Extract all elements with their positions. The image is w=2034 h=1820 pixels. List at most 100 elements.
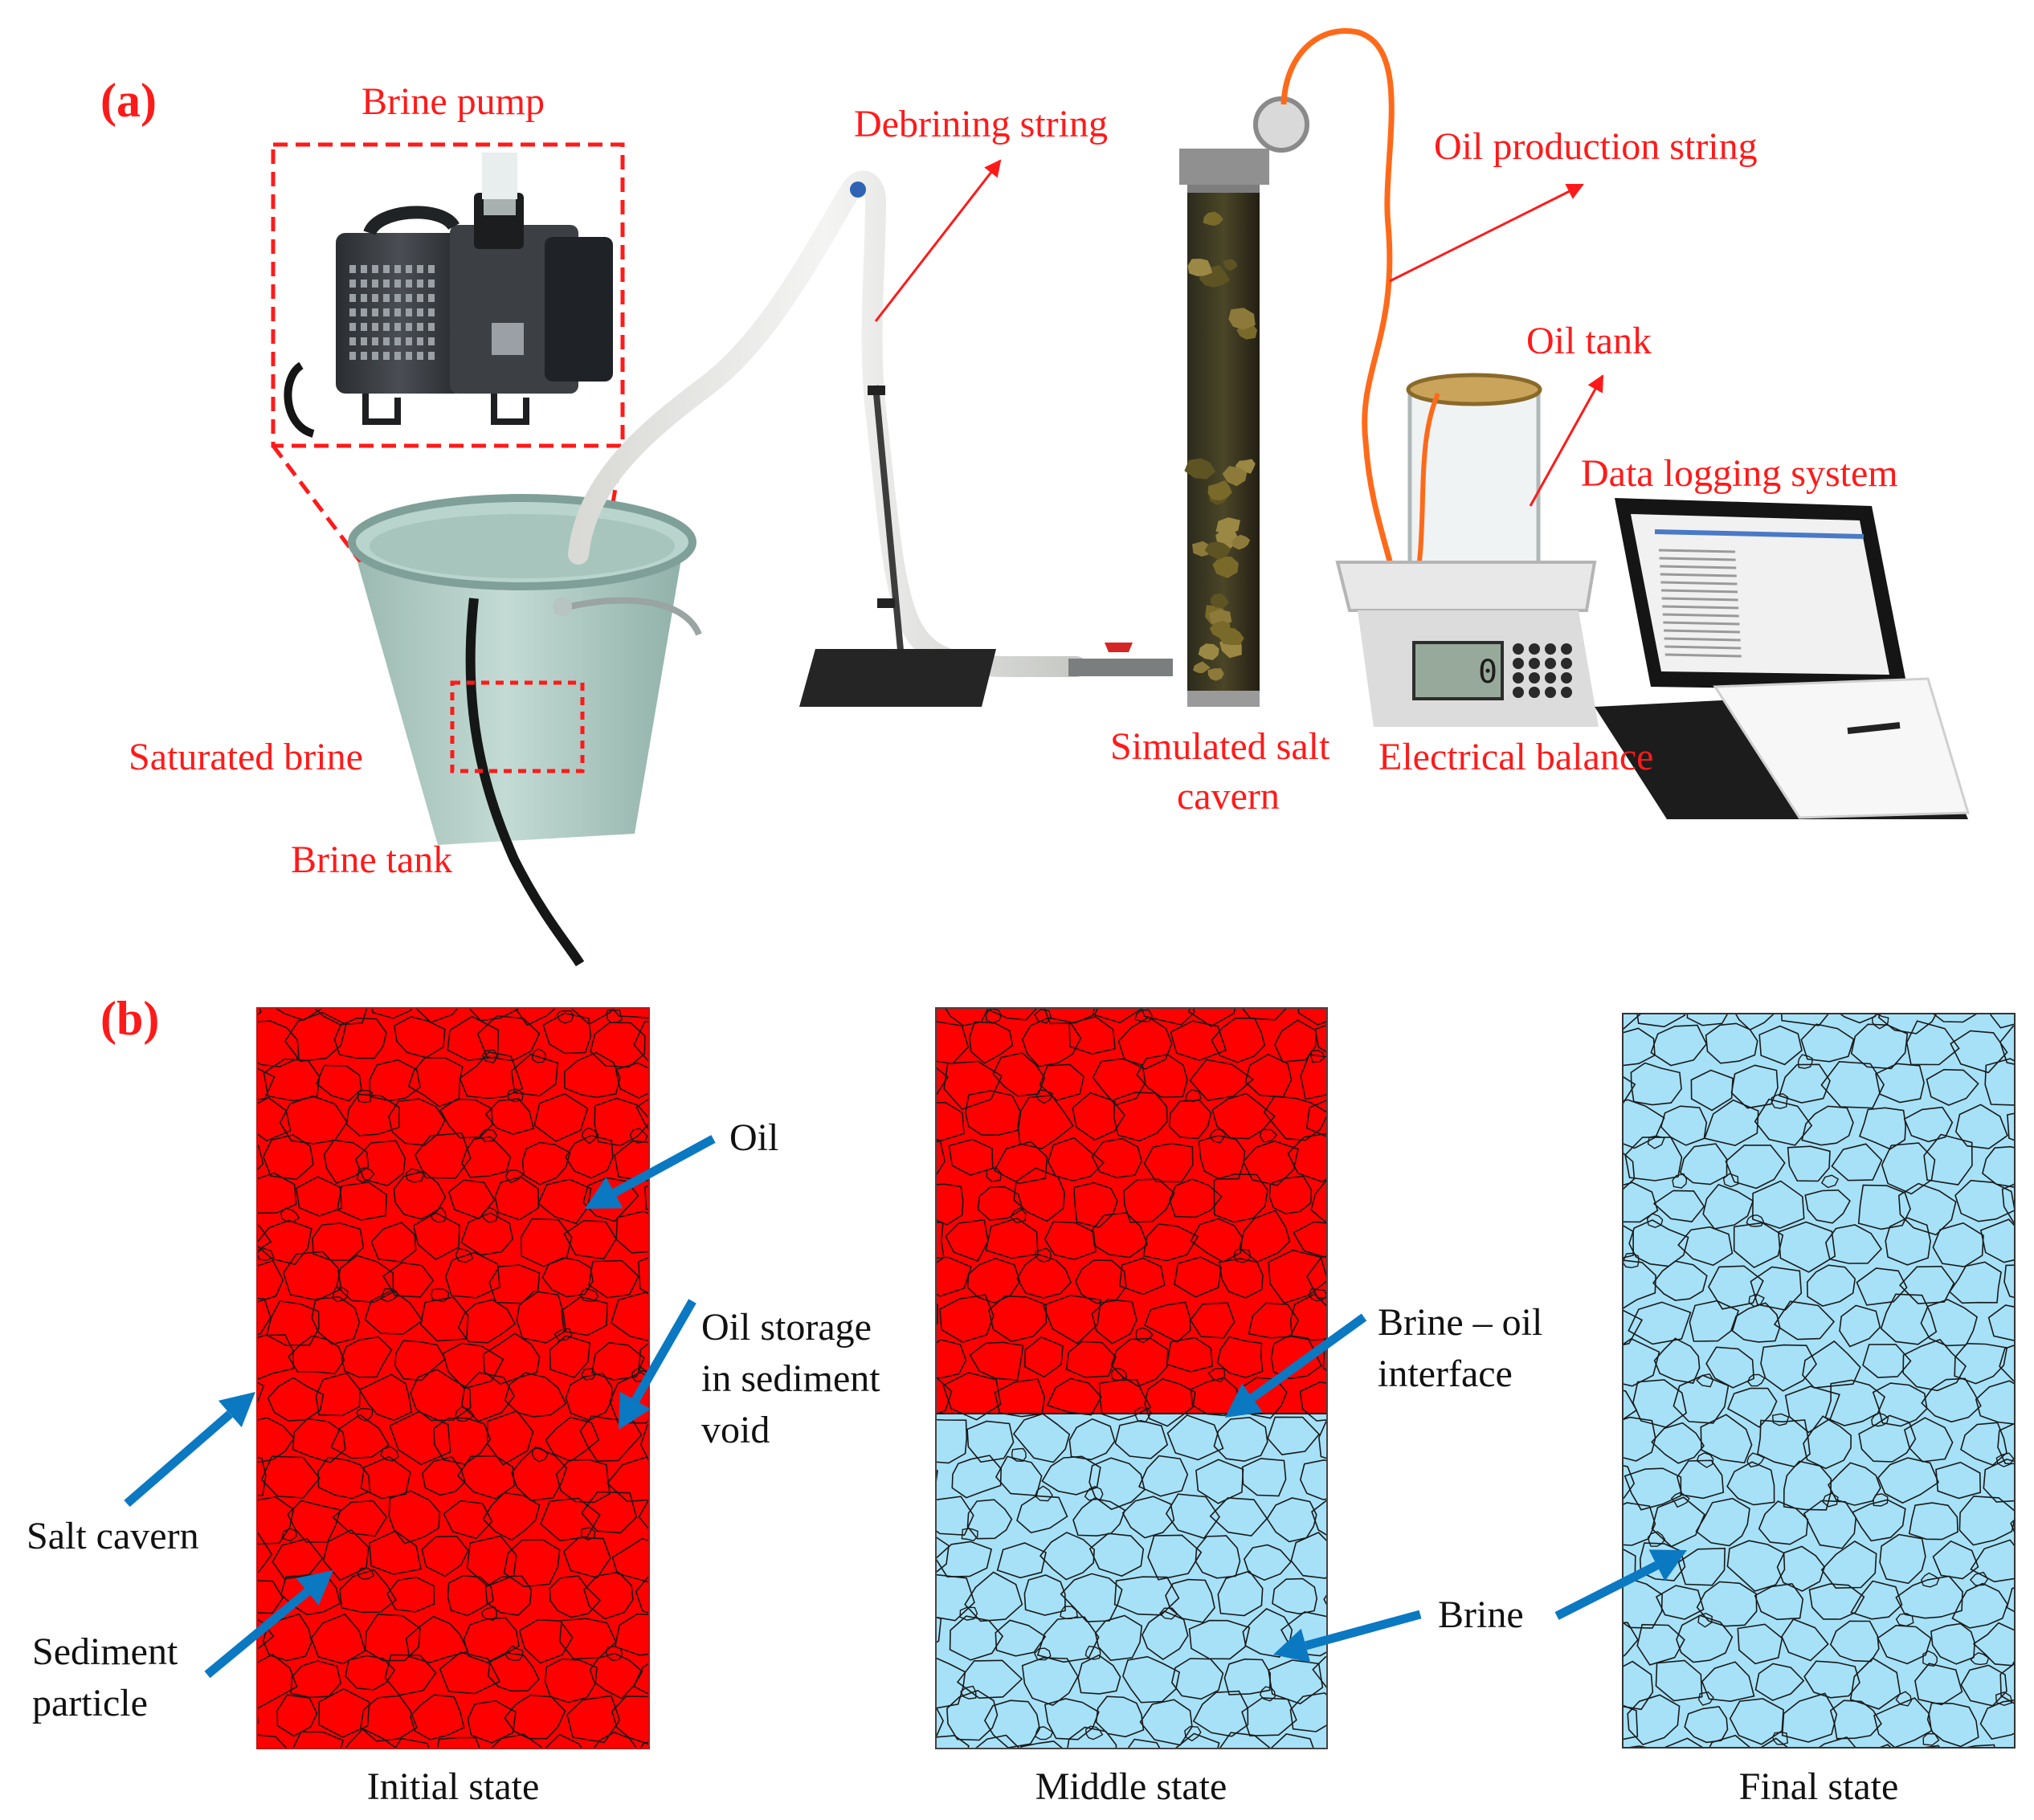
sediment-particle-small — [1746, 1452, 1766, 1468]
sediment-particle — [1195, 1535, 1241, 1579]
sediment-particle-small — [479, 1128, 498, 1143]
sediment-particle — [606, 1456, 649, 1503]
sediment-particle — [1989, 1014, 2015, 1029]
sediment-particle — [288, 1335, 345, 1375]
sediment-particle — [1623, 1309, 1644, 1346]
sediment-particle — [1701, 1661, 1755, 1703]
sediment-particle — [988, 1295, 1048, 1342]
sediment-particle — [1211, 1092, 1276, 1140]
arrow-salt-cavern — [124, 1392, 255, 1508]
sediment-particle — [1677, 1547, 1726, 1586]
sediment-particle-small — [1336, 1089, 1349, 1101]
sediment-particle — [996, 1542, 1047, 1579]
sediment-particle — [1757, 1419, 1811, 1467]
sediment-particle-small — [455, 1248, 474, 1263]
sediment-particle — [1831, 1143, 1883, 1181]
sediment-particle — [1908, 1502, 1958, 1540]
sediment-particle — [467, 1700, 517, 1744]
sediment-particle — [588, 1259, 639, 1299]
sediment-particle — [1127, 1738, 1161, 1749]
sediment-particle-small — [1969, 1571, 1989, 1586]
sediment-particle — [504, 1372, 567, 1418]
sediment-particle-small — [455, 1406, 475, 1422]
sediment-particle — [1705, 1022, 1758, 1064]
sediment-particle — [1075, 1259, 1127, 1304]
sediment-particle — [614, 1613, 649, 1656]
sediment-particle — [274, 1008, 322, 1022]
sediment-particle — [977, 1185, 1024, 1221]
sediment-particle — [936, 1138, 946, 1177]
sediment-particle — [461, 1372, 516, 1422]
sediment-particle — [436, 1736, 481, 1749]
sediment-particle — [1858, 1107, 1907, 1150]
sediment-particle — [1272, 1577, 1318, 1615]
sediment-particle — [1932, 1222, 1984, 1268]
sediment-particle — [1299, 1459, 1327, 1500]
sediment-particle — [1623, 1704, 1639, 1740]
sediment-particle-small — [1011, 1447, 1027, 1463]
sediment-particle-small — [1035, 1089, 1054, 1104]
sediment-particle — [358, 1373, 413, 1422]
sediment-particle — [1660, 1105, 1708, 1146]
sediment-particle — [1652, 1260, 1708, 1301]
sediment-particle — [1623, 1464, 1636, 1500]
sediment-particle — [1754, 1582, 1804, 1621]
sediment-particle — [1187, 1008, 1236, 1027]
sediment-particle — [433, 1417, 492, 1465]
sediment-particle — [936, 1376, 953, 1415]
sediment-particle — [1702, 1183, 1754, 1230]
sediment-particle — [964, 1571, 1023, 1622]
sediment-particle — [345, 1093, 400, 1136]
sediment-particle — [312, 1222, 365, 1261]
sediment-particle — [484, 1575, 533, 1616]
sediment-particle-small — [356, 1407, 374, 1422]
sediment-particle — [1122, 1655, 1181, 1704]
initial-oil-fill — [257, 1008, 649, 1749]
sediment-particle — [969, 1021, 1014, 1064]
sediment-particle — [1651, 1422, 1705, 1464]
sediment-particle — [257, 1172, 297, 1214]
sediment-particle — [544, 1733, 583, 1749]
sediment-particle — [1323, 1740, 1366, 1777]
sediment-particle — [558, 1618, 617, 1660]
sediment-particle — [1623, 1660, 1654, 1711]
sediment-particle-small — [2022, 1733, 2034, 1745]
sediment-particle — [1623, 1548, 1636, 1582]
sediment-particle — [1923, 1133, 1973, 1185]
sediment-particle — [638, 1256, 649, 1296]
panel-b-tag: (b) — [100, 992, 159, 1045]
sediment-particle-small — [1746, 1214, 1765, 1227]
blue-pointer-arrows — [124, 1135, 1687, 1679]
electrical-balance-image: 0 — [1335, 561, 1599, 727]
middle-oil-fill — [936, 1008, 1327, 1414]
sediment-particle — [1897, 1182, 1957, 1236]
sediment-particle — [570, 1008, 613, 1026]
sediment-particle — [1726, 1461, 1775, 1506]
sediment-particle — [1213, 1173, 1268, 1223]
sediment-particle — [1709, 1734, 1752, 1748]
sediment-particle — [1092, 1212, 1149, 1259]
sediment-particle-small — [1034, 1647, 1052, 1661]
sediment-particle — [345, 1728, 398, 1749]
sediment-particle — [1241, 1008, 1288, 1021]
sediment-particle-small — [1134, 1009, 1153, 1022]
arrow-oil-tank — [1529, 374, 1604, 507]
sediment-particle — [287, 1500, 341, 1543]
sediment-particle — [1655, 1585, 1705, 1620]
sediment-particle — [1092, 1008, 1143, 1024]
sediment-particle — [1168, 1100, 1212, 1140]
sediment-particle — [1839, 1014, 1877, 1024]
sediment-particle — [260, 1455, 321, 1499]
sediment-particle — [1730, 1064, 1779, 1109]
sediment-particle — [322, 1528, 370, 1581]
sediment-particle — [447, 1574, 494, 1617]
sediment-particle — [549, 1335, 591, 1379]
sediment-particle — [1926, 1068, 1979, 1106]
sediment-particle — [2003, 1264, 2015, 1299]
sediment-particle — [1023, 1336, 1064, 1378]
sediment-particle — [1997, 1422, 2015, 1465]
sediment-particle — [611, 1291, 649, 1342]
sediment-particle-small — [1873, 1493, 1889, 1507]
sediment-particle — [1114, 1419, 1169, 1459]
sediment-particle — [257, 1067, 276, 1101]
